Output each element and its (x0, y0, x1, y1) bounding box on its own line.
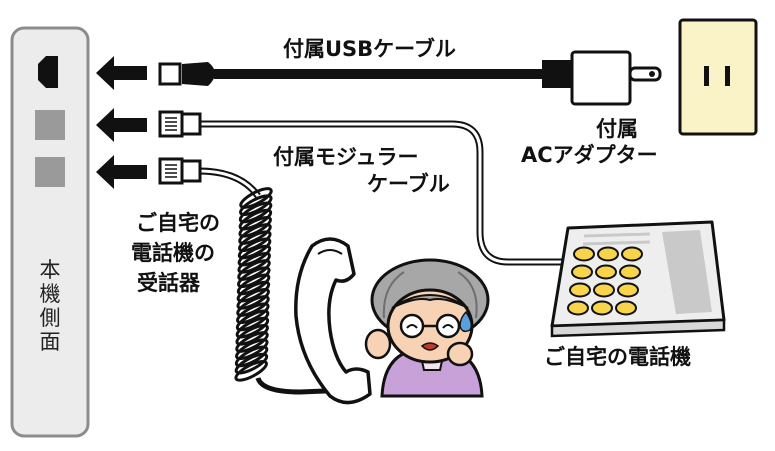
usb-cable-label: 付属USBケーブル (283, 37, 456, 61)
phone-key (617, 282, 639, 298)
coil-loop (238, 208, 273, 231)
ac-adapter-label-line1: 付属 (596, 117, 638, 141)
phone-key (593, 282, 615, 298)
arrow-left-icon (96, 56, 147, 90)
coil-loop (238, 223, 272, 245)
coil-loop (238, 230, 272, 253)
coil-loop (238, 201, 273, 224)
phone-key (615, 300, 637, 316)
phone-key (597, 246, 619, 262)
coil-loop (236, 302, 270, 325)
coil-loop (237, 237, 272, 260)
ac-adapter-icon (570, 50, 662, 106)
coil-loop (235, 338, 269, 361)
usb-cable (158, 60, 572, 88)
usb-plug-icon (158, 62, 182, 86)
handset-label-line3: 受話器 (137, 271, 200, 295)
modular-port-icon (35, 110, 65, 140)
coil-loop (239, 194, 273, 217)
tear-icon (459, 310, 473, 333)
usb-port-icon (38, 56, 58, 88)
handset-label-line1: ご自宅の (136, 211, 220, 235)
modular-cable (158, 110, 565, 266)
coil-loop (237, 251, 271, 274)
phone-key (621, 246, 643, 262)
grandmother-icon (364, 258, 490, 398)
phone-key (567, 300, 589, 316)
coil-loop (237, 259, 271, 281)
coil-loop (235, 323, 269, 346)
coil-loop (237, 266, 271, 289)
phone-key (595, 264, 617, 280)
coil-loop (234, 352, 269, 375)
modular-plug-icon (158, 110, 202, 138)
coil-loop (239, 187, 273, 209)
coil-loop (236, 273, 271, 296)
coil-loop (234, 345, 269, 368)
arrow-left-icon (96, 155, 147, 189)
desk-phone-icon (550, 220, 726, 338)
ac-adapter-label-line2: ACアダプター (521, 143, 658, 167)
phone-key (569, 282, 591, 298)
handset-icon (294, 237, 372, 405)
device-side-panel (10, 26, 90, 438)
arrow-left-icon (96, 108, 147, 142)
coil-loop (235, 316, 270, 339)
coil-loop (235, 331, 269, 353)
coil-loop (235, 309, 270, 332)
modular-plug-icon (158, 157, 261, 199)
coil-loop (237, 244, 272, 267)
modular-port-icon (35, 157, 65, 187)
device-side-label: 本機側面 (39, 258, 61, 355)
coil-tail (255, 376, 351, 395)
coil-loop (236, 295, 270, 317)
modular-cable-label-line1: 付属モジュラー (273, 145, 419, 169)
coil-loop (236, 287, 270, 310)
phone-key (571, 264, 593, 280)
phone-key (619, 264, 641, 280)
home-phone-label: ご自宅の電話機 (544, 345, 691, 369)
handset-label-line2: 電話機の (131, 241, 215, 265)
wall-outlet-icon (678, 18, 758, 136)
coil-loop (238, 215, 272, 238)
modular-cable-label-line2: ケーブル (367, 172, 450, 196)
coiled-cord-icon (234, 187, 273, 382)
phone-key (591, 300, 613, 316)
coil-loop (236, 280, 271, 303)
coil-loop (234, 359, 268, 382)
phone-key (573, 246, 595, 262)
